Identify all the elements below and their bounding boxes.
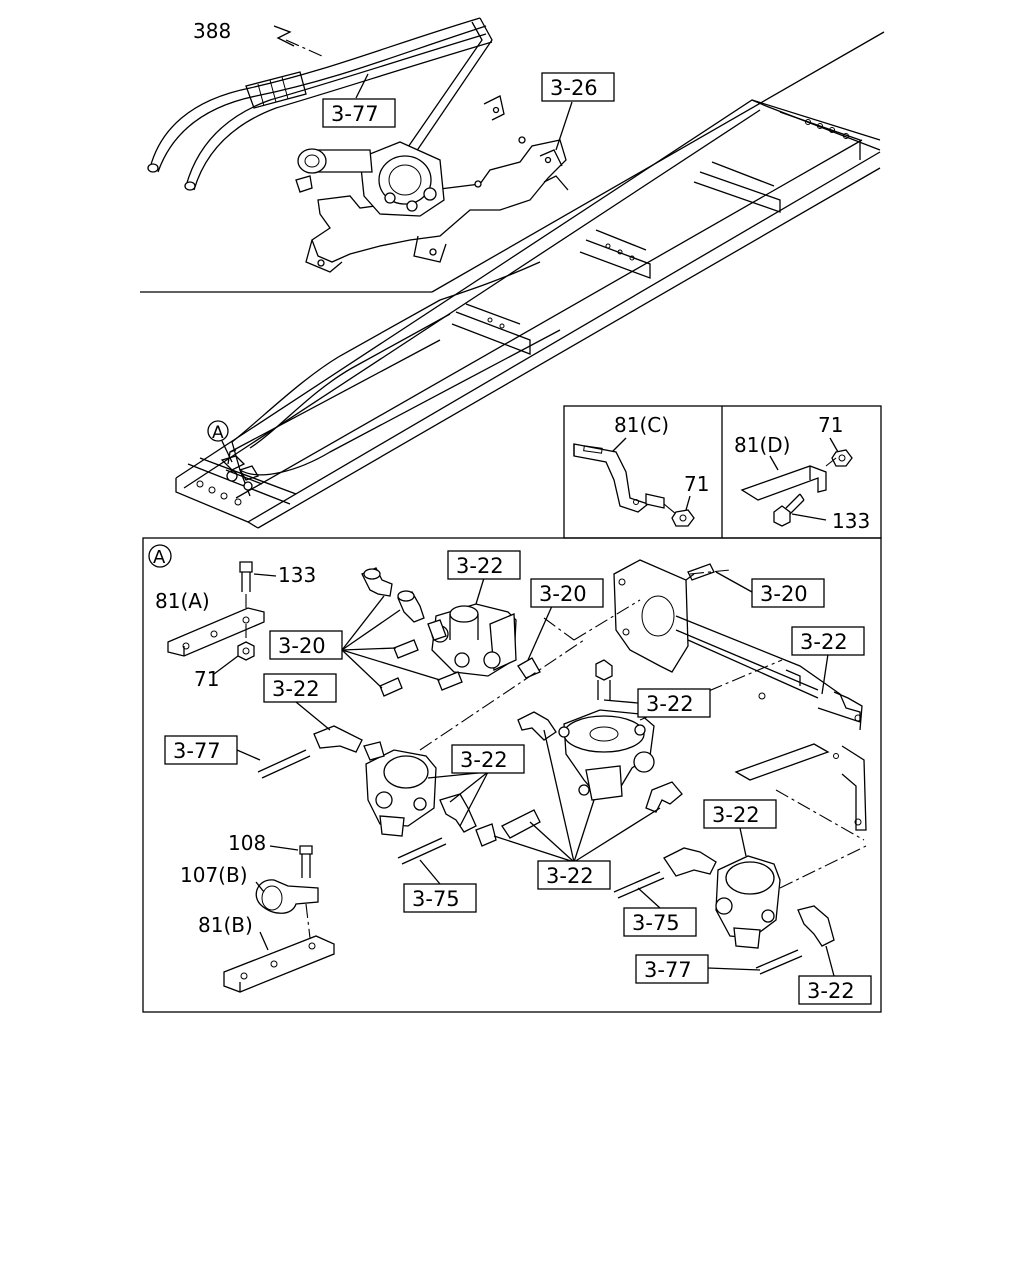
label-388: 388 xyxy=(193,19,231,43)
bracket-81a-group: 133 81(A) 71 xyxy=(155,561,316,691)
label-81d: 81(D) xyxy=(734,433,790,457)
elbow-fitting-center xyxy=(517,711,557,741)
pipe-3-75-right xyxy=(613,871,665,899)
inset-d: 81(D) 71 133 xyxy=(734,413,870,533)
ref-box-3-22-bottom xyxy=(537,860,611,890)
straight-fitting-center xyxy=(501,809,541,839)
top-relay-valve xyxy=(427,603,517,677)
ref-3-22-mid: 3-22 xyxy=(460,748,508,772)
elbow-fitting-left xyxy=(313,725,363,753)
label-133a: 133 xyxy=(278,563,316,587)
vehicle-frame: A xyxy=(175,99,881,529)
elbow-fitting-center-right xyxy=(645,781,683,813)
ref-3-26: 3-26 xyxy=(550,76,598,100)
elbow-fitting-right-bottom xyxy=(797,905,835,947)
ref-box-3-22-left xyxy=(263,673,337,703)
ref-box-3-22-lower-right xyxy=(703,799,777,829)
view-marker-a-circle xyxy=(207,420,229,442)
ref-box-3-77-left xyxy=(164,735,238,765)
detail-a-marker: A xyxy=(153,547,166,568)
ref-box-3-22-right xyxy=(791,626,865,656)
label-71c: 71 xyxy=(684,472,709,496)
pipe-3-77-right xyxy=(755,949,803,975)
top-valve-assembly: 388 3-77 3-26 xyxy=(140,17,885,293)
right-spring-brake-valve xyxy=(715,855,781,949)
view-marker-a: A xyxy=(212,423,224,443)
ref-3-77-right: 3-77 xyxy=(644,958,692,982)
ref-3-77-left: 3-77 xyxy=(173,739,221,763)
pipe-3-77-left xyxy=(257,749,311,779)
elbow-fitting-left-2 xyxy=(439,793,477,833)
ref-box-3-20-top xyxy=(530,578,604,608)
ref-box-3-20-left xyxy=(269,630,343,660)
ref-box-3-22-top xyxy=(447,550,521,580)
ref-box-3-22-center xyxy=(637,688,711,718)
center-relay-valve xyxy=(558,659,655,801)
ref-3-22-left: 3-22 xyxy=(272,677,320,701)
ref-3-22-lower-right: 3-22 xyxy=(712,803,760,827)
ref-box-3-75-left xyxy=(403,883,477,913)
ref-3-22-center: 3-22 xyxy=(646,692,694,716)
ref-3-20-left: 3-20 xyxy=(278,634,326,658)
ref-3-75-right: 3-75 xyxy=(632,911,680,935)
inset-c: 81(C) 71 xyxy=(573,413,709,527)
ref-box-3-26 xyxy=(541,72,615,102)
label-81c: 81(C) xyxy=(614,413,669,437)
inset-boxes: 81(C) 71 81(D) 71 133 xyxy=(563,405,882,539)
rear-mounting-bracket xyxy=(613,559,867,831)
ref-box-3-22-mid xyxy=(451,744,525,774)
label-71a: 71 xyxy=(194,667,219,691)
clip-107b-group: 108 107(B) 81(B) xyxy=(180,831,335,993)
tee-fitting-center xyxy=(475,823,497,847)
label-108: 108 xyxy=(228,831,266,855)
ref-3-22-bottom-right: 3-22 xyxy=(807,979,855,1003)
bolt-3-20-top xyxy=(687,563,715,581)
ref-3-77-top: 3-77 xyxy=(331,102,379,126)
pipe-3-75-left xyxy=(397,837,447,865)
ref-box-3-77-top xyxy=(322,98,396,128)
ref-3-20-right: 3-20 xyxy=(760,582,808,606)
ref-box-3-22-bottom-right xyxy=(798,975,872,1005)
label-81b: 81(B) xyxy=(198,913,253,937)
ref-3-22-top: 3-22 xyxy=(456,554,504,578)
ref-3-75-left: 3-75 xyxy=(412,887,460,911)
valve-cluster-location-a xyxy=(220,449,263,491)
label-71d: 71 xyxy=(818,413,843,437)
ref-3-22-right: 3-22 xyxy=(800,630,848,654)
ref-box-3-20-right xyxy=(751,578,825,608)
ref-3-22-bottom: 3-22 xyxy=(546,864,594,888)
fittings-3-20-cluster xyxy=(361,567,541,697)
detail-a-marker-circle xyxy=(148,544,172,568)
label-81a: 81(A) xyxy=(155,589,210,613)
ref-box-3-77-right xyxy=(635,954,709,984)
detail-a-panel: A 133 81(A) 71 xyxy=(142,537,882,1013)
label-107b: 107(B) xyxy=(180,863,248,887)
label-133d: 133 xyxy=(832,509,870,533)
elbow-fitting-right xyxy=(663,847,717,877)
left-spring-brake-valve xyxy=(363,741,437,837)
ref-box-3-75-right xyxy=(623,907,697,937)
ref-3-20-top: 3-20 xyxy=(539,582,587,606)
